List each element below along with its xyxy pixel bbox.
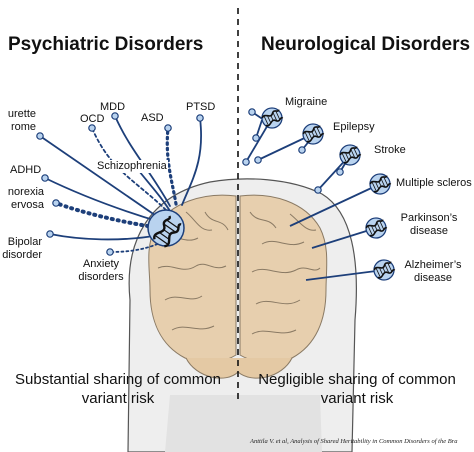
psychiatric-connections [39, 115, 202, 253]
node-migraine-stub-a [248, 108, 256, 116]
link-anorexia [54, 201, 162, 230]
summary-psychiatric: Substantial sharing of common variant ri… [15, 371, 221, 407]
title-psychiatric: Psychiatric Disorders [8, 34, 204, 55]
node-stroke-stub [336, 168, 344, 176]
label-ptsd: PTSD [186, 101, 216, 113]
hub-epilepsy [301, 123, 325, 145]
label-asd: ASD [141, 112, 164, 124]
label-anxiety: Anxiety disorders [78, 258, 124, 283]
hub-migraine [260, 107, 284, 129]
node-mdd [111, 112, 119, 120]
link-adhd [44, 177, 161, 223]
node-epilepsy-end [254, 156, 262, 164]
node-ocd [88, 124, 96, 132]
hub-ms [368, 173, 392, 195]
node-anxiety [106, 248, 114, 256]
hub-alzheimers [372, 259, 396, 281]
link-bipolar [49, 233, 161, 241]
link-schizophrenia [134, 165, 173, 215]
link-ptsd [181, 117, 202, 206]
node-stroke-end [314, 186, 322, 194]
label-adhd: ADHD [10, 164, 42, 176]
label-stroke: Stroke [374, 144, 406, 156]
label-bipolar: Bipolar disorder [2, 236, 42, 261]
node-tourette [36, 132, 44, 140]
neurological-hubs [260, 107, 396, 281]
node-epilepsy-stub [298, 146, 306, 154]
node-migraine-stub-b [252, 134, 260, 142]
label-migraine: Migraine [285, 96, 328, 108]
label-mdd: MDD [100, 101, 126, 113]
label-tourette: urette rome [7, 108, 36, 133]
summary-neurological: Negligible sharing of common variant ris… [258, 371, 456, 407]
link-alzheimers [305, 269, 385, 281]
link-tourette [39, 135, 166, 223]
link-ocd [91, 127, 167, 211]
link-asd [165, 126, 178, 206]
node-anorexia [52, 199, 60, 207]
neurological-end-nodes [242, 108, 344, 194]
node-migraine-end [242, 158, 250, 166]
hub-parkinsons [364, 217, 388, 239]
label-epilepsy: Epilepsy [333, 121, 375, 133]
node-bipolar [46, 230, 54, 238]
label-schizophrenia: Schizophrenia [96, 160, 168, 173]
label-anorexia: norexia ervosa [7, 186, 44, 211]
label-alzheimers: Alzheimer’s disease [404, 259, 462, 284]
node-adhd [41, 174, 49, 182]
link-ms [289, 183, 381, 227]
psychiatric-end-nodes [36, 112, 204, 256]
label-parkinsons: Parkinson’s disease [400, 212, 458, 237]
node-asd [164, 124, 172, 132]
label-ocd: OCD [80, 113, 105, 125]
psychiatric-hub [147, 209, 185, 249]
link-parkinsons [311, 227, 377, 249]
brain-illustration [148, 194, 328, 379]
neck-shadow [165, 395, 322, 452]
label-ms: Multiple scleros [396, 177, 472, 189]
node-ptsd [196, 114, 204, 122]
hub-stroke [338, 144, 362, 166]
citation: Anttila V. et al, Analysis of Shared Her… [250, 438, 458, 445]
title-neurological: Neurological Disorders [261, 34, 471, 55]
